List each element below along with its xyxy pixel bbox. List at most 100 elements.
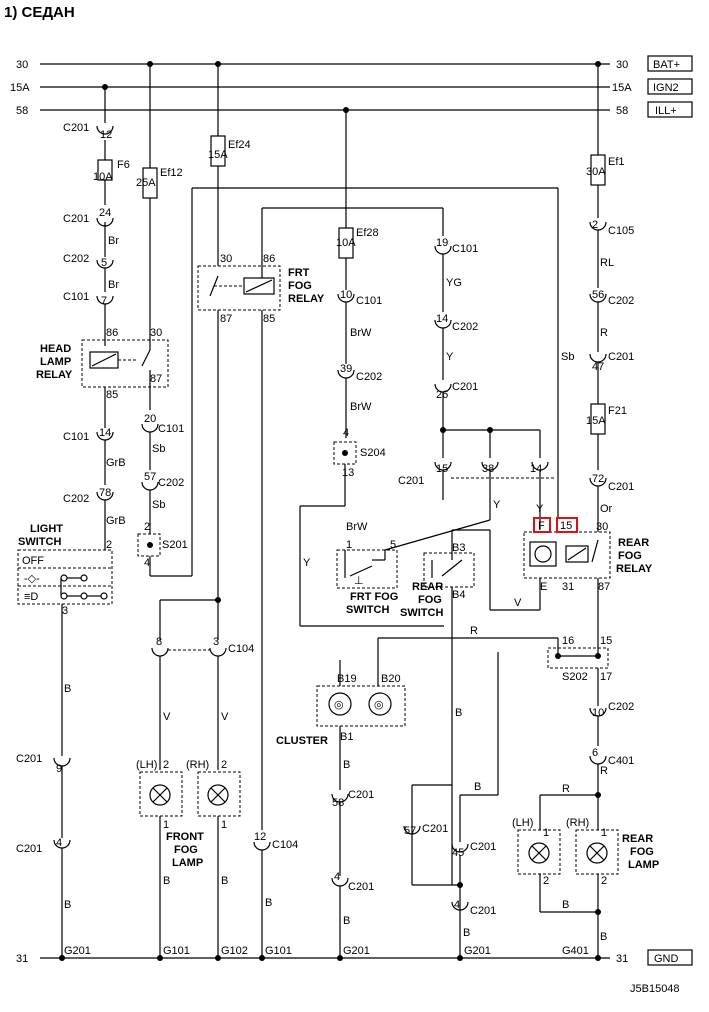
diagram-label: ⊥	[354, 575, 364, 587]
diagram-label: REAR	[618, 537, 649, 549]
diagram-label: C201	[452, 381, 478, 393]
diagram-label: 39	[340, 363, 352, 375]
diagram-label: C101	[63, 291, 89, 303]
diagram-label: (LH)	[512, 817, 533, 829]
diagram-label: FOG	[618, 550, 642, 562]
diagram-label: C201	[470, 905, 496, 917]
diagram-label: Y	[536, 503, 544, 515]
frt-fog-switch	[336, 549, 398, 589]
frt-fog-switch-circuit: 10A Ef28 10 C101 BrW 39 C202 BrW 4 S204 …	[276, 107, 558, 961]
diagram-label: ≡D	[24, 591, 38, 603]
diagram-label: HEAD	[40, 343, 71, 355]
diagram-label: G201	[343, 945, 370, 957]
page-title: 1) СЕДАН	[4, 4, 75, 21]
rear-fog-switch	[423, 552, 475, 588]
rail-58-left: 58	[16, 105, 28, 117]
diagram-label: 2	[106, 539, 112, 551]
diagram-label: G102	[221, 945, 248, 957]
front-fog-lamp-lh	[139, 771, 183, 817]
diagram-label: S202	[562, 671, 588, 683]
diagram-label: CLUSTER	[276, 735, 328, 747]
diagram-label: F	[538, 520, 545, 532]
diagram-label: FOG	[174, 844, 198, 856]
diagram-label: C101	[452, 243, 478, 255]
diagram-label: 72	[592, 473, 604, 485]
diagram-label: 1	[163, 819, 169, 831]
diagram-label: SWITCH	[346, 604, 389, 616]
diagram-label: 2	[221, 759, 227, 771]
diagram-label: 6	[592, 747, 598, 759]
diagram-label: LIGHT	[30, 523, 63, 535]
diagram-label: 15	[600, 635, 612, 647]
diagram-label: SWITCH	[18, 536, 61, 548]
diagram-label: C202	[356, 371, 382, 383]
ef12-branch: 25A Ef12 20 C101 Sb 57 C202 Sb 2 S201 4	[136, 61, 558, 577]
diagram-label: RELAY	[288, 293, 325, 305]
diagram-label: C201	[608, 351, 634, 363]
diagram-label: B	[343, 759, 350, 771]
rail-30-left: 30	[16, 59, 28, 71]
cluster	[316, 685, 406, 727]
diagram-label: LAMP	[172, 857, 203, 869]
diagram-label: 16	[562, 635, 574, 647]
diagram-label: LAMP	[40, 356, 71, 368]
diagram-code: J5B15048	[630, 983, 680, 995]
rear-fog-relay	[523, 531, 611, 579]
diagram-label: FOG	[630, 846, 654, 858]
diagram-label: 3	[62, 605, 68, 617]
rail-15a-left: 15A	[10, 82, 30, 94]
pin-f-highlight	[533, 517, 551, 533]
yg-circuit: 19 C101 YG 14 C202 Y 26 C201 15 38 14 C2…	[398, 208, 556, 961]
diagram-label: C105	[608, 225, 634, 237]
rear-fog-lamp-lh	[517, 829, 561, 875]
diagram-label: 30	[150, 327, 162, 339]
diagram-label: BrW	[350, 327, 372, 339]
diagram-label: 1	[601, 827, 607, 839]
light-switch	[17, 549, 113, 605]
head-lamp-relay	[81, 339, 169, 388]
diagram-label: C201	[470, 841, 496, 853]
diagram-label: F6	[117, 159, 130, 171]
diagram-label: C401	[608, 755, 634, 767]
diagram-label: FRT FOG	[350, 591, 398, 603]
diagram-label: G101	[163, 945, 190, 957]
diagram-label: Or	[600, 503, 613, 515]
diagram-label: G201	[464, 945, 491, 957]
diagram-label: RL	[600, 257, 614, 269]
diagram-label: 10A	[336, 237, 356, 249]
diagram-label: 4	[334, 871, 340, 883]
diagram-label: FRT	[288, 267, 310, 279]
diagram-label: Sb	[152, 443, 165, 455]
diagram-label: 10A	[93, 171, 113, 183]
diagram-label: C101	[356, 295, 382, 307]
diagram-label: B	[64, 899, 71, 911]
diagram-label: 56	[592, 289, 604, 301]
diagram-label: 1	[543, 827, 549, 839]
diagram-label: 5	[101, 257, 107, 269]
diagram-label: C202	[63, 253, 89, 265]
diagram-label: C201	[422, 823, 448, 835]
gnd-tag: GND	[654, 953, 679, 965]
diagram-label: G401	[562, 945, 589, 957]
diagram-label: GrB	[106, 515, 126, 527]
diagram-label: 87	[598, 581, 610, 593]
diagram-label: ◎	[334, 699, 344, 711]
diagram-label: 57	[144, 471, 156, 483]
diagram-label: B	[463, 927, 470, 939]
pin-15-highlight	[556, 517, 578, 533]
diagram-label: V	[221, 711, 229, 723]
diagram-label: 7	[101, 295, 107, 307]
diagram-label: FOG	[418, 594, 442, 606]
diagram-label: 87	[150, 373, 162, 385]
diagram-label: 2	[144, 521, 150, 533]
diagram-label: C202	[452, 321, 478, 333]
diagram-label: 85	[106, 389, 118, 401]
diagram-label: C201	[63, 213, 89, 225]
diagram-label: B3	[452, 542, 465, 554]
diagram-label: GrB	[106, 457, 126, 469]
ill-plus-tag: ILL+	[655, 105, 677, 117]
diagram-label: 87	[220, 313, 232, 325]
diagram-label: C201	[348, 881, 374, 893]
diagram-label: G101	[265, 945, 292, 957]
diagram-label: C202	[608, 701, 634, 713]
